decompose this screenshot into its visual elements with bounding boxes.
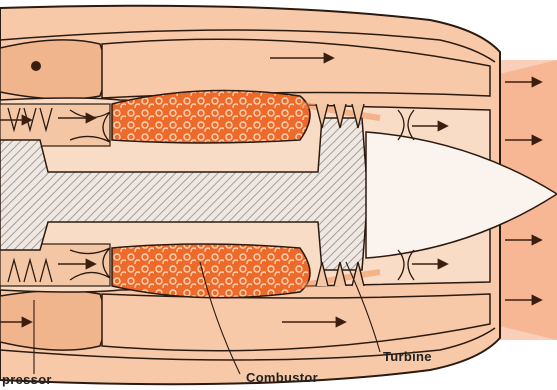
combustor-label: Combustor	[246, 370, 318, 385]
compressor-label: pressor	[2, 372, 52, 387]
turbine-label: Turbine	[383, 349, 432, 364]
